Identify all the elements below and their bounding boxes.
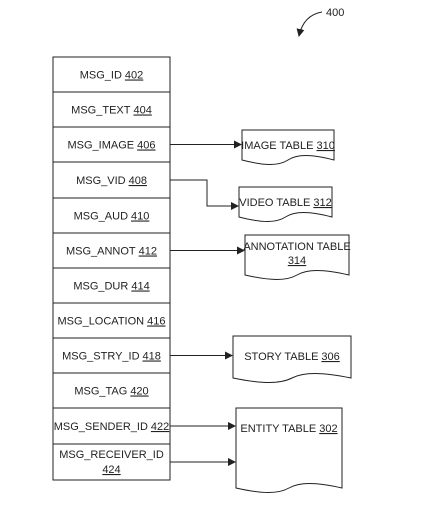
field-name: MSG_RECEIVER_ID [59,449,164,461]
table-name: VIDEO TABLE [239,197,310,209]
field-name: MSG_VID [76,175,126,187]
field-name: MSG_IMAGE [68,140,135,152]
field-name: MSG_LOCATION [58,316,145,328]
table-ref: 310 [316,140,334,152]
table-ref: 306 [321,351,339,363]
table-name: IMAGE TABLE [241,140,313,152]
field-name: MSG_AUD [74,211,128,223]
field-links [170,140,245,466]
field-ref: 422 [151,421,169,433]
figure-label: 400 [326,7,344,19]
field-ref: 424 [102,464,120,476]
table-ref: 314 [288,255,306,267]
table-name: ANNOTATION TABLE [243,241,350,253]
field-name: MSG_TAG [74,386,127,398]
field-name: MSG_SENDER_ID [54,421,148,433]
field-name: MSG_STRY_ID [62,351,139,363]
document-shape [241,129,335,165]
table-name: ENTITY TABLE [240,423,316,435]
table-ref: 302 [319,423,337,435]
field-ref: 408 [129,175,147,187]
table-annotation-table: ANNOTATION TABLE 314 [243,234,351,280]
field-label: MSG_STRY_ID 418 [62,351,161,363]
arrow-msg-vid-to-video-table [170,179,239,210]
field-name: MSG_ID [80,70,122,82]
field-ref: 416 [147,316,165,328]
table-name: STORY TABLE [244,351,318,363]
figure-label-arrow [296,11,323,37]
field-row-msg-receiver-id: MSG_RECEIVER_ID 424 [53,443,170,476]
table-ref: 312 [313,197,331,209]
field-ref: 402 [125,70,143,82]
field-ref: 410 [131,211,149,223]
field-ref: 404 [133,105,151,117]
field-ref: 418 [143,351,161,363]
field-ref: 412 [139,246,157,258]
field-name: MSG_DUR [73,281,128,293]
field-ref: 420 [130,386,148,398]
field-ref: 414 [131,281,149,293]
document-shape [232,335,352,383]
field-ref: 406 [137,140,155,152]
field-name: MSG_TEXT [71,105,131,117]
field-name: MSG_ANNOT [66,246,136,258]
document-shape [244,234,350,280]
document-shape [238,186,333,222]
document-shape [235,407,343,493]
field-row-msg-stry-id: MSG_STRY_ID 418 [53,337,170,363]
